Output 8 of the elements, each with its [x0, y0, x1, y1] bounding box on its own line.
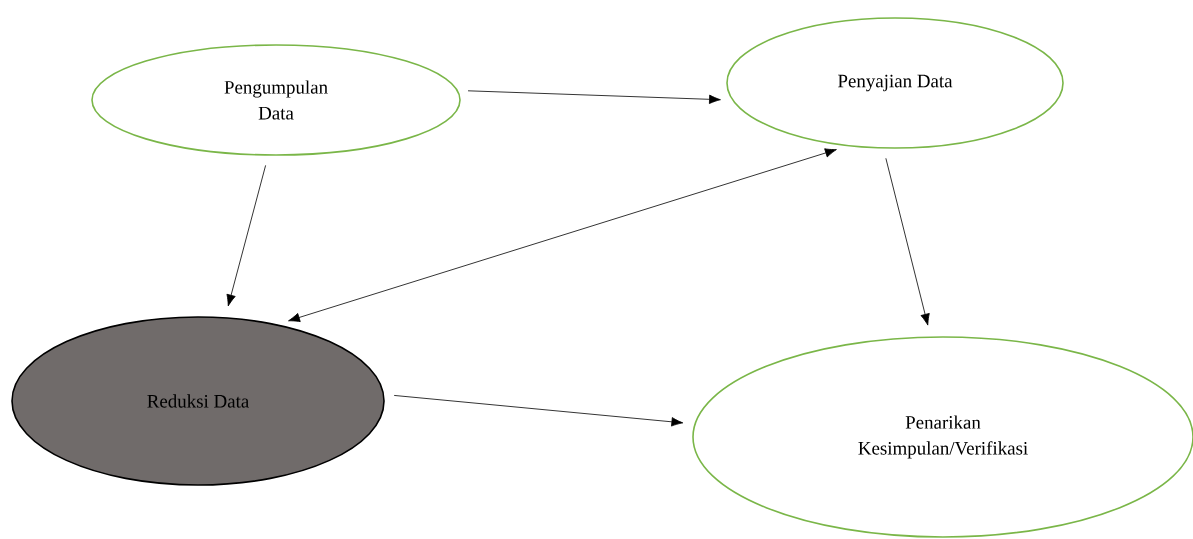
- arrow: [226, 164, 266, 307]
- arrow: [288, 148, 837, 322]
- arrow: [393, 395, 684, 427]
- ellipse-node: Reduksi Data: [11, 316, 385, 486]
- ellipse-node: Penyajian Data: [726, 17, 1064, 149]
- arrow: [467, 90, 721, 104]
- arrow: [885, 157, 930, 326]
- ellipse-node: Pengumpulan Data: [91, 44, 461, 156]
